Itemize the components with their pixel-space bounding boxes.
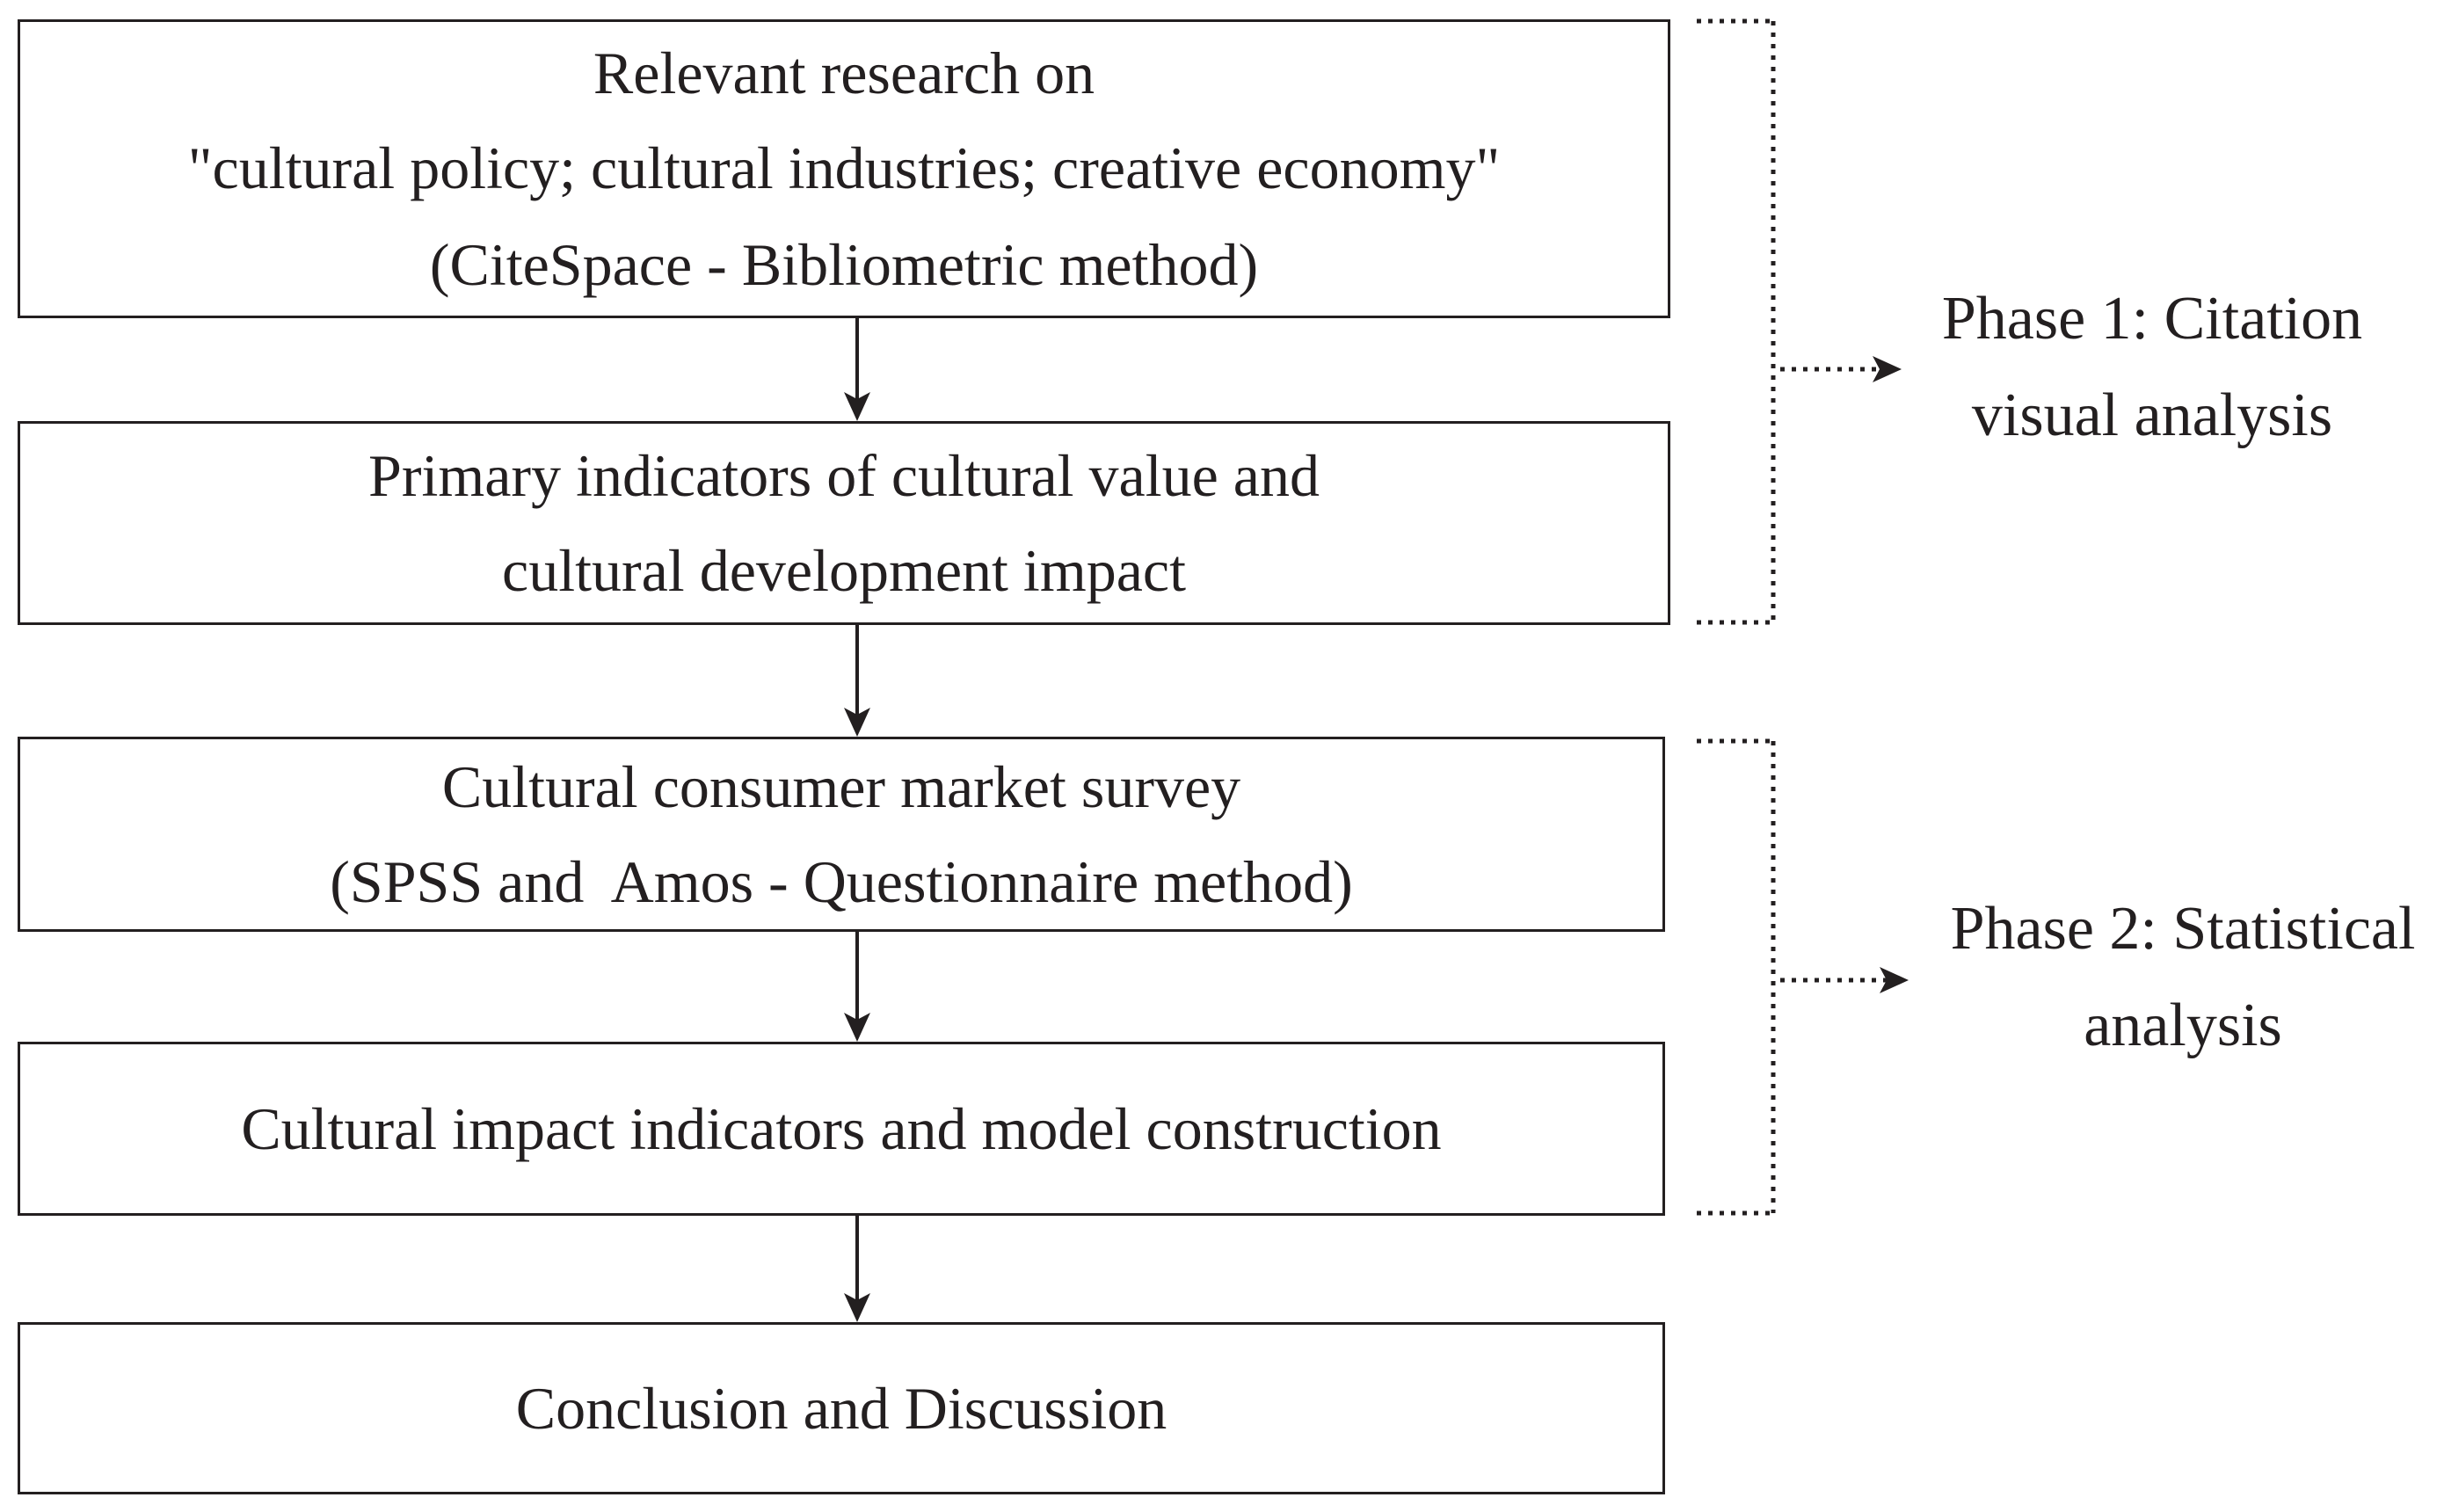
step-box-market-survey: Cultural consumer market survey (SPSS an… [18, 737, 1665, 932]
flow-arrow-3-to-4 [844, 932, 870, 1042]
step-4-line-1: Cultural impact indicators and model con… [241, 1095, 1442, 1162]
flow-arrow-1-to-2 [844, 318, 870, 421]
step-box-literature-research: Relevant research on "cultural policy; c… [18, 19, 1670, 318]
phase-2-line-1: Phase 2: Statistical [1950, 895, 2416, 963]
step-box-primary-indicators: Primary indicators of cultural value and… [18, 421, 1670, 625]
step-box-conclusion: Conclusion and Discussion [18, 1322, 1665, 1494]
phase-2-bracket [1697, 738, 1776, 1216]
phase-1-line-2: visual analysis [1971, 382, 2333, 449]
phase-2-arrow [1780, 967, 1909, 993]
phase-2-label: Phase 2: Statistical analysis [1924, 898, 2442, 1057]
flow-arrow-4-to-5 [844, 1216, 870, 1322]
phase-1-bracket [1697, 18, 1776, 625]
step-3-line-2: (SPSS and Amos - Questionnaire method) [330, 848, 1353, 915]
step-1-line-1: Relevant research on [593, 40, 1095, 106]
phase-1-label: Phase 1: Citation visual analysis [1906, 288, 2398, 447]
step-3-line-1: Cultural consumer market survey [441, 753, 1241, 820]
step-5-line-1: Conclusion and Discussion [515, 1375, 1167, 1442]
step-2-line-1: Primary indicators of cultural value and [368, 442, 1320, 509]
step-box-model-construction: Cultural impact indicators and model con… [18, 1042, 1665, 1216]
phase-1-line-1: Phase 1: Citation [1941, 285, 2363, 353]
step-2-line-2: cultural development impact [502, 537, 1186, 604]
phase-1-arrow [1780, 356, 1902, 382]
phase-2-line-2: analysis [2084, 992, 2282, 1059]
step-1-line-3: (CiteSpace - Bibliometric method) [429, 231, 1259, 298]
flow-arrow-2-to-3 [844, 625, 870, 737]
step-1-line-2: "cultural policy; cultural industries; c… [187, 134, 1501, 201]
